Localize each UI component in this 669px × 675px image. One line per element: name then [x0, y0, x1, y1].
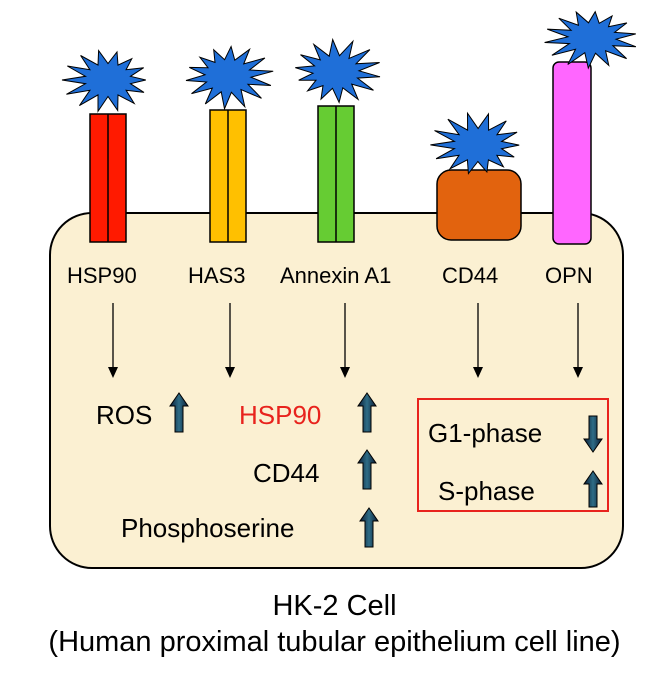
ligand-burst-annexin-a1 — [295, 37, 381, 104]
ligand-burst-opn — [544, 10, 637, 70]
effect-label-phosphoserine: Phosphoserine — [121, 513, 295, 543]
receptor-label-has3: HAS3 — [188, 263, 246, 288]
receptor-label-opn: OPN — [545, 263, 593, 288]
effect-label-g1-phase: G1-phase — [428, 418, 543, 448]
receptor-hsp90 — [89, 113, 127, 243]
receptor-cd44 — [436, 169, 522, 241]
receptor-opn — [552, 61, 592, 245]
ligand-burst-cd44 — [430, 111, 520, 175]
phosphoserine-up-arrow — [359, 507, 379, 548]
caption-subtitle: (Human proximal tubular epithelium cell … — [48, 626, 621, 658]
s-phase-up-arrow — [583, 470, 603, 508]
effect-label-hsp90: HSP90 — [239, 400, 322, 430]
ligand-burst-hsp90 — [61, 49, 146, 113]
ligand-bursts — [61, 10, 637, 175]
effect-label-ros: ROS — [96, 400, 153, 430]
ligand-burst-has3 — [185, 45, 274, 111]
effect-label-cd44: CD44 — [253, 458, 320, 488]
hsp90-up-arrow — [357, 392, 377, 433]
ros-up-arrow — [169, 392, 189, 433]
receptor-label-hsp90: HSP90 — [67, 263, 137, 288]
cd44-up-arrow — [357, 449, 377, 490]
signal-arrows — [112, 303, 579, 372]
receptor-label-cd44: CD44 — [442, 263, 499, 288]
caption-title: HK-2 Cell — [272, 590, 397, 622]
receptor-annexin-a1 — [317, 105, 355, 243]
receptor-has3 — [209, 109, 247, 243]
cell-cycle-box — [417, 398, 609, 512]
g1-phase-down-arrow — [583, 415, 603, 453]
receptor-label-annexin-a1: Annexin A1 — [280, 263, 392, 288]
effect-label-s-phase: S-phase — [438, 476, 535, 506]
signal-arrowheads — [108, 367, 583, 378]
